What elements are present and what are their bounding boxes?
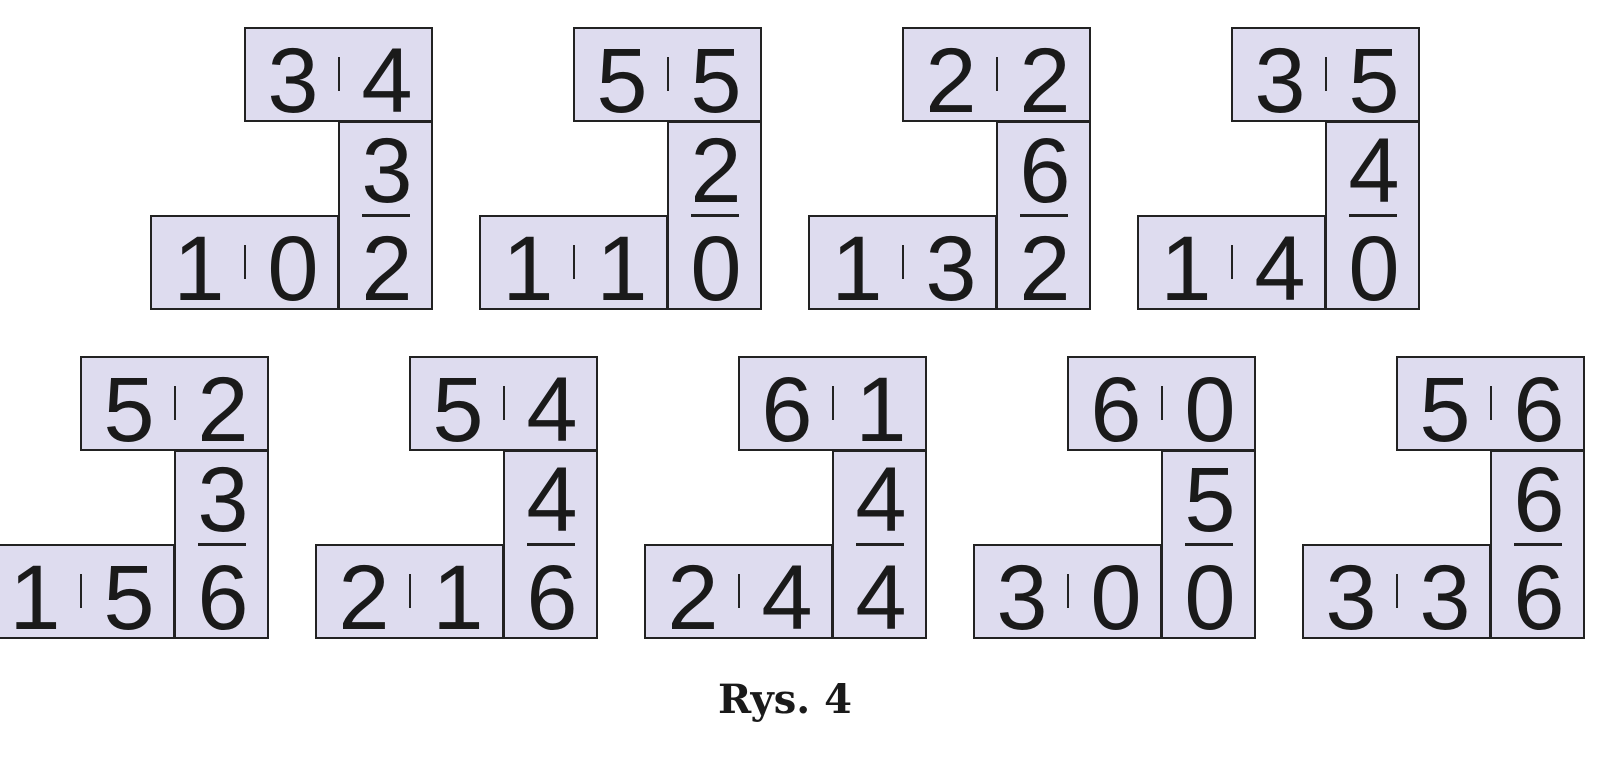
domino-divider <box>1231 245 1233 279</box>
domino-divider <box>1514 543 1562 546</box>
domino-divider <box>338 57 340 91</box>
domino-digit: 3 <box>197 449 249 551</box>
domino-divider <box>1490 386 1492 420</box>
domino-digit: 0 <box>1090 547 1142 649</box>
domino-digit: 5 <box>1184 449 1236 551</box>
domino-vertical <box>1325 121 1420 310</box>
domino-divider <box>198 543 246 546</box>
domino-bottom <box>808 215 997 310</box>
domino-digit: 6 <box>1019 120 1071 222</box>
domino-digit: 2 <box>361 218 413 320</box>
domino-digit: 1 <box>1160 218 1212 320</box>
domino-digit: 6 <box>197 547 249 649</box>
domino-divider <box>409 574 411 608</box>
domino-divider <box>1020 214 1068 217</box>
domino-divider <box>738 574 740 608</box>
domino-digit: 6 <box>526 547 578 649</box>
domino-digit: 4 <box>855 547 907 649</box>
domino-digit: 2 <box>1019 218 1071 320</box>
domino-digit: 3 <box>1419 547 1471 649</box>
domino-digit: 3 <box>996 547 1048 649</box>
domino-digit: 3 <box>1325 547 1377 649</box>
domino-bottom <box>0 544 175 639</box>
domino-digit: 1 <box>831 218 883 320</box>
domino-digit: 1 <box>173 218 225 320</box>
domino-digit: 5 <box>103 359 155 461</box>
domino-digit: 1 <box>596 218 648 320</box>
domino-top <box>409 356 598 451</box>
domino-digit: 2 <box>667 547 719 649</box>
domino-digit: 5 <box>1348 30 1400 132</box>
domino-digit: 4 <box>1254 218 1306 320</box>
domino-digit: 5 <box>1419 359 1471 461</box>
domino-digit: 5 <box>596 30 648 132</box>
domino-digit: 4 <box>526 359 578 461</box>
domino-digit: 4 <box>526 449 578 551</box>
domino-divider <box>832 386 834 420</box>
domino-digit: 3 <box>1254 30 1306 132</box>
domino-divider <box>902 245 904 279</box>
domino-digit: 6 <box>1513 359 1565 461</box>
domino-digit: 6 <box>1513 547 1565 649</box>
domino-digit: 4 <box>361 30 413 132</box>
domino-digit: 2 <box>1019 30 1071 132</box>
domino-divider <box>1185 543 1233 546</box>
domino-digit: 1 <box>9 547 61 649</box>
domino-digit: 3 <box>361 120 413 222</box>
domino-digit: 3 <box>925 218 977 320</box>
domino-digit: 4 <box>1348 120 1400 222</box>
domino-divider <box>1161 386 1163 420</box>
domino-digit: 2 <box>338 547 390 649</box>
domino-digit: 0 <box>1184 547 1236 649</box>
domino-divider <box>1349 214 1397 217</box>
domino-divider <box>362 214 410 217</box>
domino-digit: 6 <box>1513 449 1565 551</box>
domino-divider <box>573 245 575 279</box>
domino-digit: 5 <box>103 547 155 649</box>
domino-divider <box>503 386 505 420</box>
domino-digit: 6 <box>1090 359 1142 461</box>
domino-divider <box>1067 574 1069 608</box>
domino-digit: 6 <box>761 359 813 461</box>
domino-digit: 1 <box>855 359 907 461</box>
domino-divider <box>174 386 176 420</box>
domino-digit: 2 <box>197 359 249 461</box>
domino-digit: 0 <box>690 218 742 320</box>
domino-divider <box>244 245 246 279</box>
domino-digit: 5 <box>690 30 742 132</box>
domino-digit: 0 <box>1184 359 1236 461</box>
domino-divider <box>80 574 82 608</box>
domino-digit: 4 <box>761 547 813 649</box>
domino-digit: 4 <box>855 449 907 551</box>
domino-divider <box>1325 57 1327 91</box>
domino-divider <box>667 57 669 91</box>
domino-digit: 0 <box>1348 218 1400 320</box>
domino-digit: 5 <box>432 359 484 461</box>
domino-digit: 2 <box>690 120 742 222</box>
domino-digit: 1 <box>502 218 554 320</box>
domino-divider <box>527 543 575 546</box>
domino-divider <box>691 214 739 217</box>
domino-digit: 0 <box>267 218 319 320</box>
domino-digit: 2 <box>925 30 977 132</box>
domino-digit: 1 <box>432 547 484 649</box>
domino-digit: 3 <box>267 30 319 132</box>
domino-divider <box>856 543 904 546</box>
domino-divider <box>1396 574 1398 608</box>
domino-divider <box>996 57 998 91</box>
figure-caption: Rys. 4 <box>718 676 852 723</box>
